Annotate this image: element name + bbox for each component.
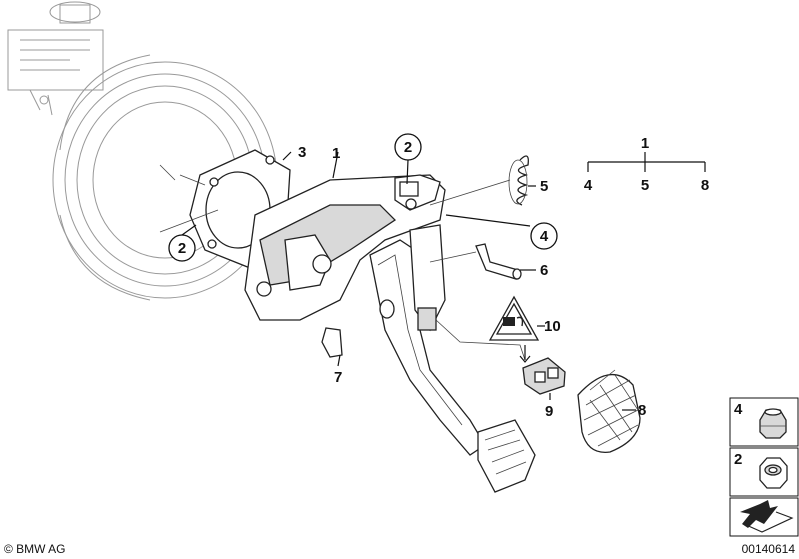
- return-spring-part: [508, 155, 529, 206]
- assembly-tree: 1 4 5 8: [584, 135, 709, 194]
- legend-box-nut-4: 4: [729, 397, 799, 447]
- callout-2-left: 2: [168, 234, 196, 262]
- callout-4-circle: 4: [530, 222, 558, 250]
- callout-3: 3: [298, 144, 306, 161]
- legend-box-arrow: [729, 497, 799, 537]
- copyright-text: © BMW AG: [4, 542, 66, 556]
- callout-1: 1: [332, 145, 340, 162]
- warning-triangle-icon: [488, 295, 540, 341]
- direction-arrow-icon: [740, 500, 794, 533]
- washer-part: [379, 299, 395, 319]
- callout-4-text: 4: [540, 228, 549, 245]
- clip-part: [321, 327, 343, 358]
- pedal-arm-part: [369, 224, 486, 456]
- callout-5: 5: [540, 178, 548, 195]
- callout-9: 9: [545, 403, 553, 420]
- callout-7: 7: [334, 369, 342, 386]
- legend-box-nut-2: 2: [729, 447, 799, 497]
- brake-pedal-pad-part: [477, 419, 536, 493]
- tree-root-label: 1: [641, 135, 649, 152]
- pedal-bracket-part: [244, 174, 446, 321]
- tree-child-4: 4: [584, 177, 593, 194]
- leader-lines: [181, 151, 636, 411]
- callout-2a-text: 2: [404, 139, 412, 156]
- pivot-pin-part: [475, 243, 522, 280]
- callout-10: 10: [544, 318, 561, 335]
- diagram-code: 00140614: [742, 542, 796, 556]
- legend-label-4: 4: [734, 401, 743, 418]
- hex-nut-icon: [759, 457, 788, 489]
- callout-6: 6: [540, 262, 548, 279]
- callout-8: 8: [638, 402, 646, 419]
- rubber-nut-icon: [759, 408, 787, 439]
- legend-label-2: 2: [734, 451, 742, 468]
- tree-child-8: 8: [701, 177, 709, 194]
- pedal-rubber-part: [577, 369, 641, 453]
- callout-2-top: 2: [394, 133, 422, 161]
- brake-light-switch-part: [522, 357, 566, 395]
- callout-2b-text: 2: [178, 240, 186, 257]
- tree-child-5: 5: [641, 177, 649, 194]
